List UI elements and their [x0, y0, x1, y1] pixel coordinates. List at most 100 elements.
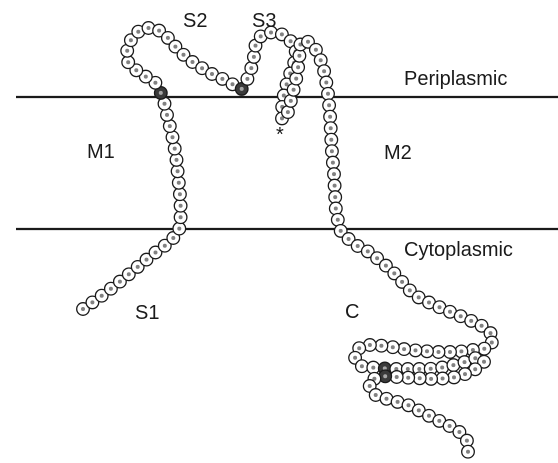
residue-glyph [490, 341, 494, 345]
residue-glyph [292, 88, 296, 92]
residue-glyph [329, 126, 333, 130]
residue-glyph [125, 49, 129, 53]
residue-glyph [157, 29, 161, 33]
residue-glyph [334, 207, 338, 211]
residue-glyph [90, 300, 94, 304]
residue-glyph [336, 218, 340, 222]
residue-glyph [332, 172, 336, 176]
residue-glyph [465, 439, 469, 443]
residue-glyph [440, 366, 444, 370]
residue-glyph [384, 264, 388, 268]
residue-glyph [383, 374, 387, 378]
residue-glyph [147, 26, 151, 30]
residue-glyph [391, 345, 395, 349]
residue-glyph [168, 124, 172, 128]
residue-glyph [333, 195, 337, 199]
residue-glyph [136, 265, 140, 269]
residue-glyph [438, 305, 442, 309]
residue-glyph [360, 364, 364, 368]
residue-glyph [417, 295, 421, 299]
residue-glyph [286, 110, 290, 114]
residue-glyph [294, 77, 298, 81]
residue-glyph [179, 204, 183, 208]
residue-glyph [145, 258, 149, 262]
residue-glyph [173, 45, 177, 49]
region-label-cytoplasmic: Cytoplasmic [404, 239, 513, 261]
residue-glyph [330, 149, 334, 153]
residue-glyph [177, 181, 181, 185]
residue-glyph [368, 384, 372, 388]
residue-glyph [396, 400, 400, 404]
residue-glyph [469, 319, 473, 323]
residue-glyph [144, 75, 148, 79]
residue-glyph [210, 72, 214, 76]
residue-glyph [366, 249, 370, 253]
residue-glyph [395, 375, 399, 379]
residue-glyph [176, 169, 180, 173]
residue-glyph [429, 377, 433, 381]
residue-glyph [245, 77, 249, 81]
residue-glyph [489, 331, 493, 335]
residue-glyph [448, 424, 452, 428]
residue-glyph [417, 367, 421, 371]
residue-glyph [171, 135, 175, 139]
residue-glyph [327, 103, 331, 107]
residue-glyph [289, 99, 293, 103]
residue-glyph [402, 347, 406, 351]
residue-glyph [437, 419, 441, 423]
residue-glyph [165, 113, 169, 117]
residue-glyph [339, 229, 343, 233]
residue-glyph [457, 430, 461, 434]
residue-glyph [406, 367, 410, 371]
residue-glyph [463, 360, 467, 364]
residue-glyph [109, 287, 113, 291]
residue-glyph [118, 280, 122, 284]
residue-glyph [375, 256, 379, 260]
loop-label-s1: S1 [135, 302, 159, 324]
residue-glyph [166, 36, 170, 40]
residue-glyph [254, 44, 258, 48]
residue-glyph [406, 376, 410, 380]
residue-glyph [473, 367, 477, 371]
terminus-label-c: C [345, 301, 359, 323]
residue-glyph [482, 347, 486, 351]
residue-glyph [280, 32, 284, 36]
loop-label-s3: S3 [252, 10, 276, 32]
residue-glyph [182, 53, 186, 57]
residue-glyph [463, 372, 467, 376]
residue-glyph [353, 356, 357, 360]
residue-glyph [314, 48, 318, 52]
residue-glyph [319, 58, 323, 62]
residue-glyph [425, 349, 429, 353]
residue-glyph [163, 244, 167, 248]
residue-glyph [356, 244, 360, 248]
residue-glyph [379, 344, 383, 348]
residue-glyph [163, 102, 167, 106]
residue-glyph [437, 350, 441, 354]
residue-glyph [473, 356, 477, 360]
residue-glyph [466, 450, 470, 454]
residue-glyph [451, 363, 455, 367]
residue-glyph [220, 77, 224, 81]
residue-glyph [191, 60, 195, 64]
residue-glyph [347, 237, 351, 241]
residue-glyph [414, 348, 418, 352]
residue-glyph [357, 346, 361, 350]
helix-label-m2: M2 [384, 142, 412, 164]
region-label-periplasmic: Periplasmic [404, 68, 507, 90]
residue-glyph [179, 215, 183, 219]
residue-glyph [408, 288, 412, 292]
residue-glyph [441, 377, 445, 381]
residue-glyph [200, 66, 204, 70]
residue-glyph [480, 324, 484, 328]
helix-label-m1: M1 [87, 141, 115, 163]
residue-glyph [333, 184, 337, 188]
residue-glyph [452, 375, 456, 379]
residue-glyph [407, 403, 411, 407]
residue-glyph [173, 147, 177, 151]
residue-glyph [371, 366, 375, 370]
residue-glyph [448, 350, 452, 354]
residue-glyph [385, 397, 389, 401]
